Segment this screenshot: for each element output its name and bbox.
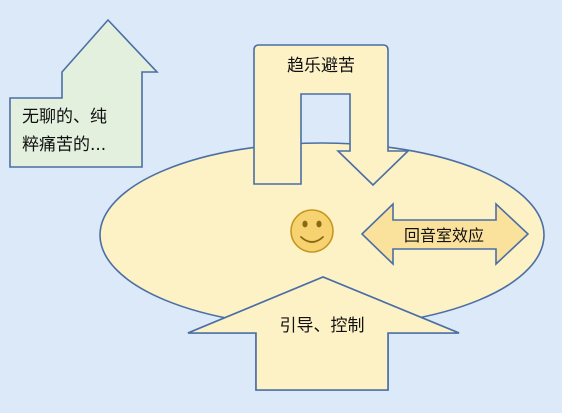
bottom-up-arrow-shape: [187, 276, 460, 391]
bottom-arrow-label: 引导、控制: [279, 316, 365, 336]
double-arrow-label: 回音室效应: [403, 226, 484, 245]
up-arrow-left: [9, 18, 159, 168]
up-arrow-label-line2: 粹痛苦的...: [22, 135, 107, 155]
u-arrow-label: 趋乐避苦: [287, 56, 355, 76]
up-arrow-label-line1: 无聊的、纯: [22, 107, 107, 127]
u-turn-arrow: [253, 44, 410, 187]
smiley-face-icon: [290, 209, 334, 253]
double-arrow: [360, 202, 530, 266]
